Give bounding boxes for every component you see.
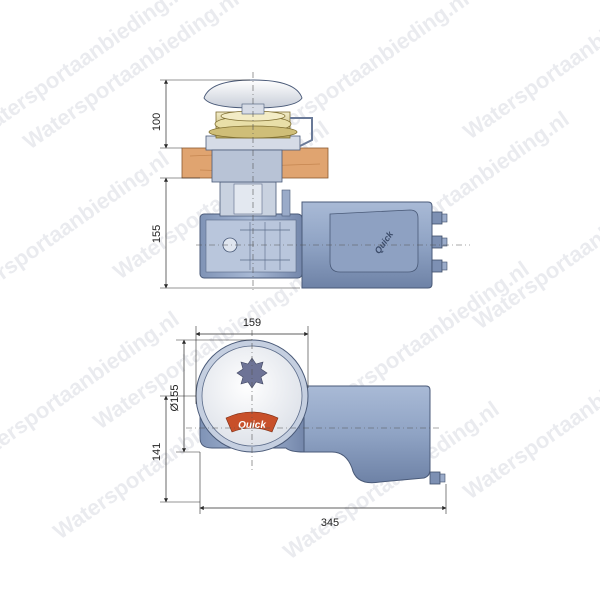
chain-stripper (290, 117, 313, 147)
dim-diameter: Ø155 (169, 385, 181, 412)
side-view: Quick (181, 72, 470, 292)
dim-height-top: 100 (151, 113, 163, 131)
watermark-text: Watersportaanbieding.nl (469, 166, 600, 334)
motor-cover (329, 209, 419, 273)
watermark-text: Watersportaanbieding.nl (0, 0, 193, 144)
plan-view: Quick (186, 330, 446, 485)
dimension-plan-view: 159 Ø155 141 345 (151, 317, 447, 529)
dim-height-middle: 155 (151, 225, 163, 243)
watermark-text: Watersportaanbieding.nl (459, 0, 600, 144)
watermark-text: Watersportaanbieding.nl (0, 146, 173, 314)
dimension-side-view: 100 155 (151, 79, 300, 289)
dim-width-total: 345 (321, 517, 339, 529)
watermark-layer: Watersportaanbieding.nl Watersportaanbie… (0, 0, 600, 564)
motor-housing-plan (303, 385, 431, 484)
motor-terminals (431, 211, 448, 273)
dim-width-top: 159 (243, 317, 261, 329)
dim-height-bottom: 141 (151, 443, 163, 461)
